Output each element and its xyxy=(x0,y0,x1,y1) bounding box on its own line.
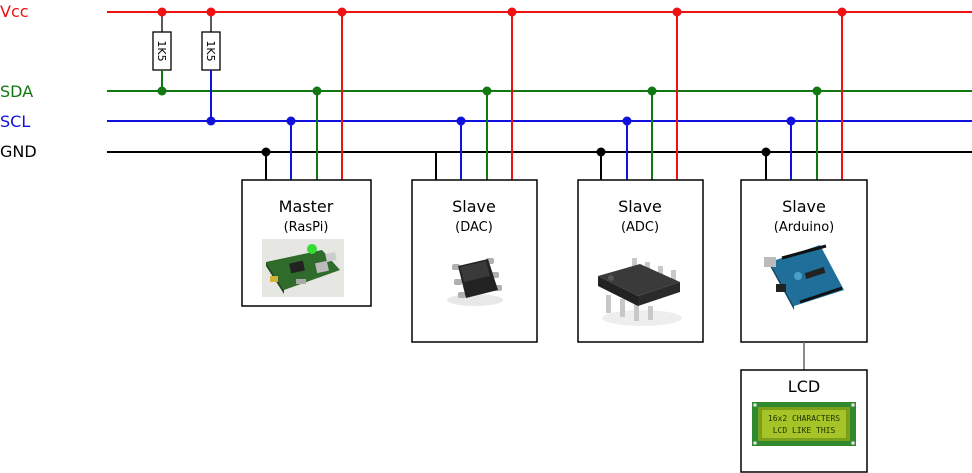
arduino-wires xyxy=(765,12,843,180)
device-subtitle: (Arduino) xyxy=(774,220,834,235)
vcc-label: Vcc xyxy=(0,2,29,21)
resistor-label: 1K5 xyxy=(155,40,168,61)
raspberry-pi-board-icon xyxy=(262,239,344,297)
sda-label: SDA xyxy=(0,82,33,101)
device-title: Master xyxy=(279,197,334,216)
device-arduino: Slave (Arduino) xyxy=(740,179,868,343)
adc-chip-icon xyxy=(598,258,682,326)
lcd-title: LCD xyxy=(788,377,820,396)
arduino-board-icon xyxy=(764,244,844,310)
device-subtitle: (RasPi) xyxy=(284,220,329,235)
device-dac: Slave (DAC) xyxy=(411,179,538,343)
pullup-resistor-scl: 1K5 xyxy=(201,12,221,121)
device-master: Master (RasPi) xyxy=(241,179,372,307)
lcd-module-icon: 16x2 CHARACTERS LCD LIKE THIS xyxy=(752,402,856,446)
gnd-label: GND xyxy=(0,142,37,161)
pullup-resistor-sda: 1K5 xyxy=(152,12,172,91)
master-wires xyxy=(265,12,343,180)
device-subtitle: (ADC) xyxy=(621,220,659,235)
device-subtitle: (DAC) xyxy=(455,220,493,235)
device-lcd: LCD 16x2 CHARACTERS LCD LIKE THIS xyxy=(740,369,868,473)
junction-dots xyxy=(157,7,847,157)
lcd-line-1: 16x2 CHARACTERS xyxy=(768,414,840,423)
device-adc: Slave (ADC) xyxy=(577,179,704,343)
device-title: Slave xyxy=(618,197,662,216)
dac-chip-icon xyxy=(447,258,503,306)
adc-wires xyxy=(600,12,678,180)
lcd-line-2: LCD LIKE THIS xyxy=(773,426,836,435)
dac-wires xyxy=(435,12,513,180)
device-title: Slave xyxy=(452,197,496,216)
scl-label: SCL xyxy=(0,112,30,131)
device-title: Slave xyxy=(782,197,826,216)
resistor-label: 1K5 xyxy=(204,40,217,61)
